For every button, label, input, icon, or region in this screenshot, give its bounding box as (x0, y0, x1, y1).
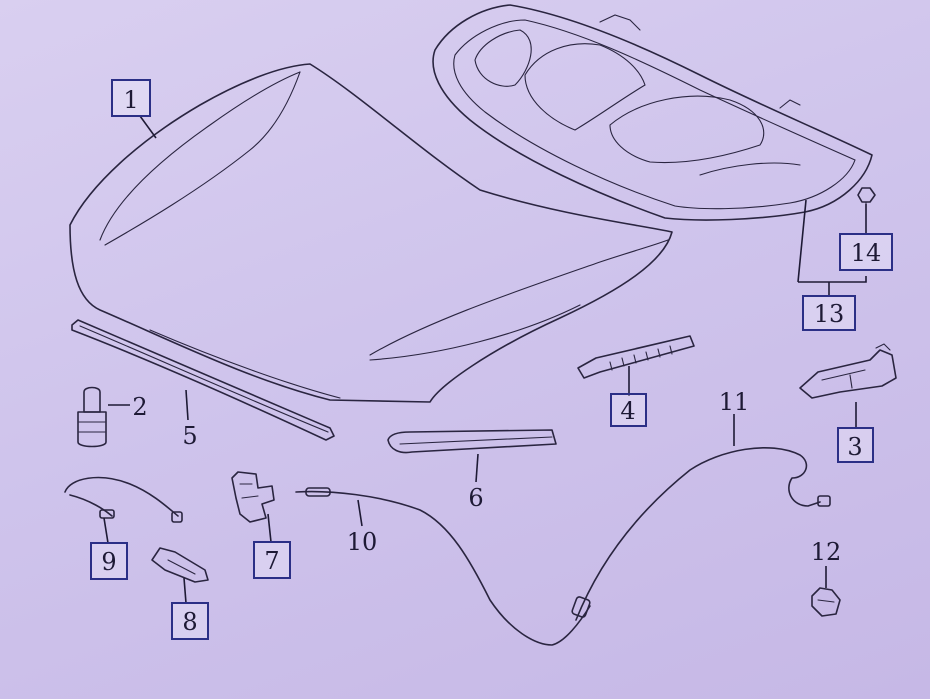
callout-4: 4 (610, 393, 647, 427)
hood-bumper-stop (77, 386, 107, 448)
callout-1-label: 1 (123, 86, 138, 114)
callout-10-label: 10 (347, 528, 378, 556)
callout-5-label: 5 (182, 422, 197, 450)
callout-13: 13 (802, 295, 856, 331)
hood-inner-panel (432, 4, 873, 221)
secondary-cable (571, 447, 831, 621)
callout-2: 2 (132, 393, 147, 421)
callout-14: 14 (839, 233, 893, 271)
callout-11: 11 (719, 388, 750, 416)
callout-8-label: 8 (182, 608, 197, 636)
callout-7: 7 (253, 541, 291, 579)
leader-lines (103, 115, 867, 604)
callout-6: 6 (468, 484, 483, 512)
callout-7-label: 7 (264, 547, 279, 575)
callout-14-label: 14 (851, 239, 882, 267)
front-seal-strip (71, 319, 335, 441)
callout-6-label: 6 (468, 484, 483, 512)
callout-3-label: 3 (847, 433, 862, 461)
callout-8: 8 (171, 602, 209, 640)
callout-11-label: 11 (719, 388, 750, 416)
callout-3: 3 (837, 427, 874, 463)
release-handle (151, 547, 209, 583)
callout-12: 12 (811, 538, 842, 566)
cable-clip (811, 587, 841, 617)
callout-4-label: 4 (620, 397, 635, 425)
callout-13-label: 13 (814, 300, 845, 328)
callout-9: 9 (90, 542, 128, 580)
callout-9-label: 9 (101, 548, 116, 576)
rear-seal (387, 429, 557, 454)
hood-panel (69, 63, 673, 403)
callout-2-label: 2 (132, 393, 147, 421)
callout-1: 1 (111, 79, 151, 117)
callout-12-label: 12 (811, 538, 842, 566)
release-cable-short (64, 476, 183, 523)
release-cable-long (295, 487, 591, 646)
callout-5: 5 (182, 422, 197, 450)
hood-hinge (799, 343, 897, 399)
hood-support-rod (577, 335, 695, 379)
callout-10: 10 (347, 528, 378, 556)
hood-latch (231, 471, 275, 523)
